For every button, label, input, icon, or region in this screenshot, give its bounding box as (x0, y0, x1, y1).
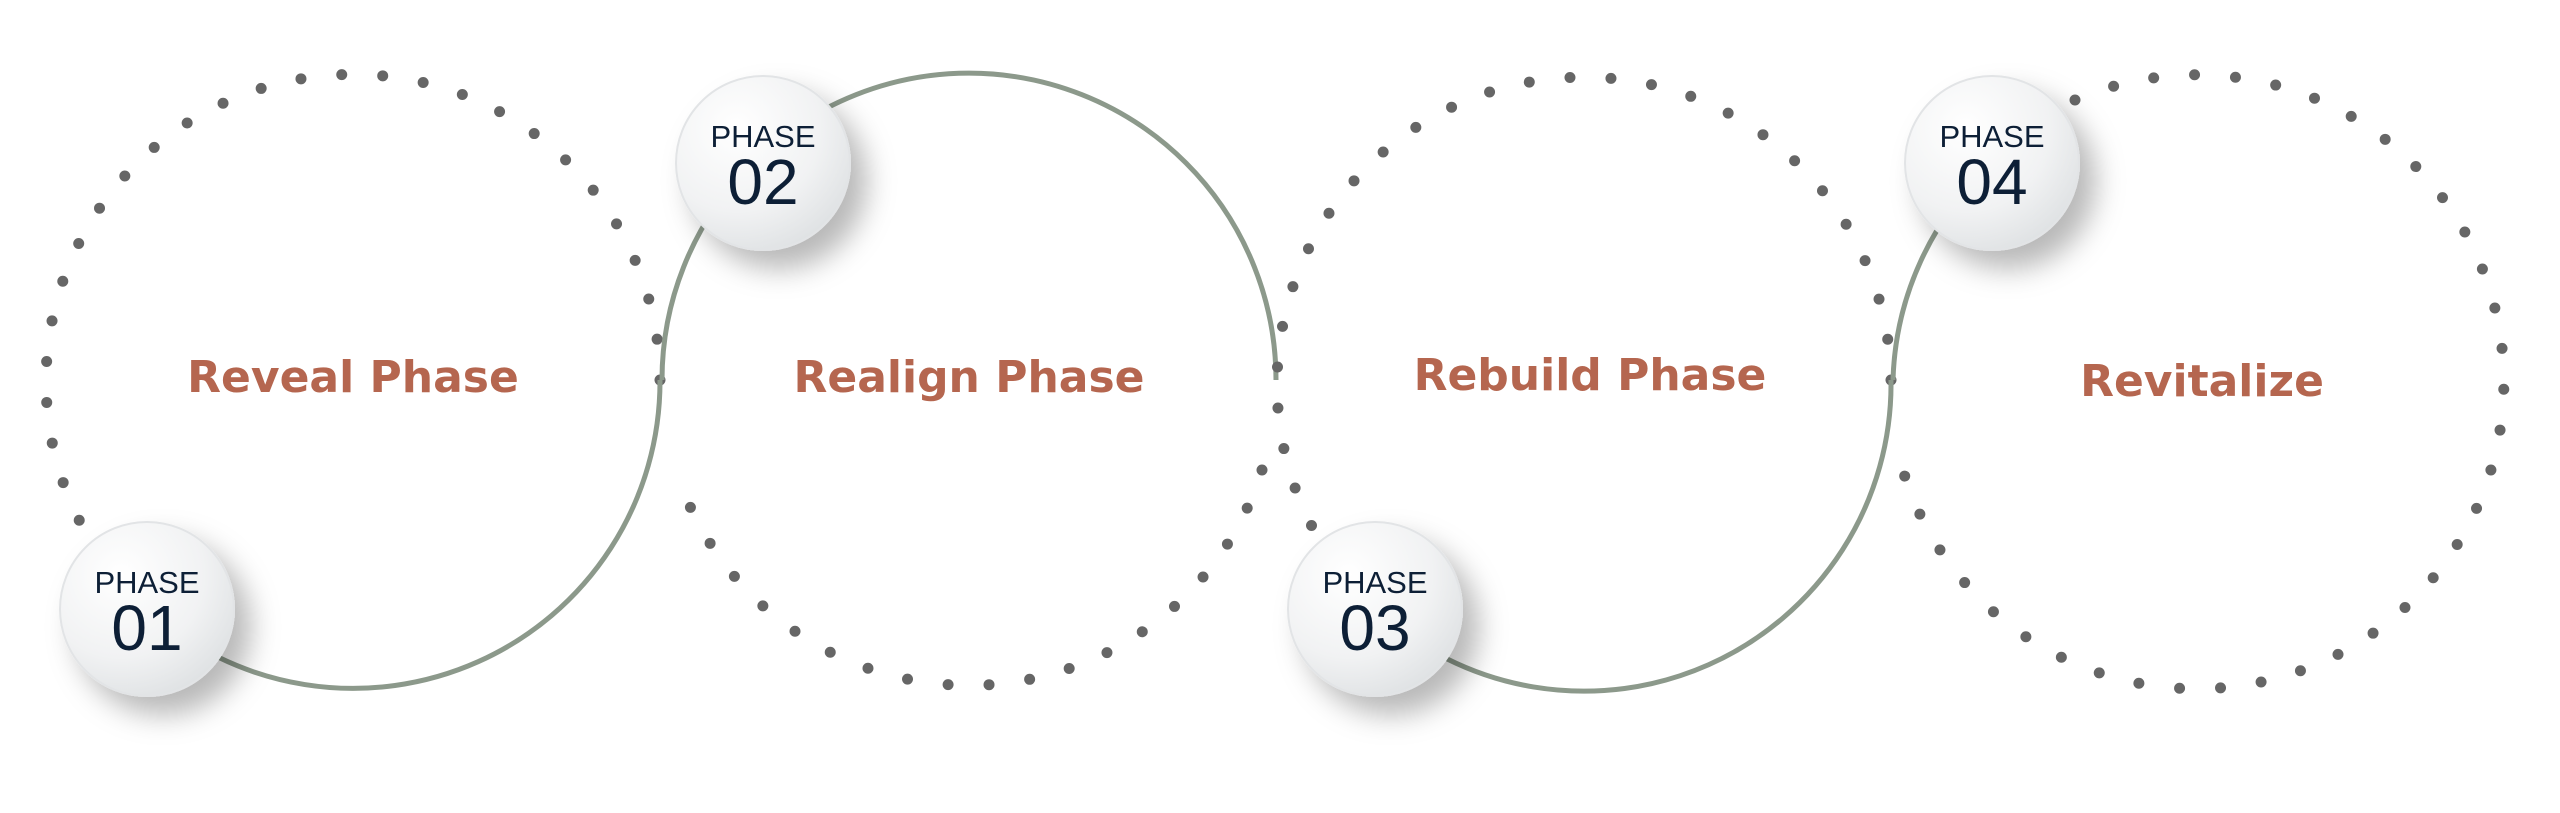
phase-title-1: Reveal Phase (187, 352, 519, 403)
solid-arc-2 (659, 70, 1279, 381)
badge-number-4: 04 (1956, 146, 2027, 218)
badge-label-3: PHASE (1322, 565, 1427, 600)
solid-arc-3 (1373, 379, 1894, 694)
badge-label-2: PHASE (710, 119, 815, 154)
dotted-arc-2 (670, 464, 1268, 691)
phase-badge-2: PHASE 02 (675, 75, 851, 251)
badge-label-4: PHASE (1939, 119, 2044, 154)
phase-badge-3: PHASE 03 (1287, 521, 1463, 697)
phase-title-4: Revitalize (2080, 356, 2324, 407)
dotted-arc-1 (40, 68, 666, 615)
phase-badge-4: PHASE 04 (1904, 75, 2080, 251)
phase-title-2: Realign Phase (793, 352, 1144, 403)
badge-label-1: PHASE (94, 565, 199, 600)
dotted-arc-3 (1271, 71, 1897, 615)
phase-title-3: Rebuild Phase (1414, 350, 1767, 401)
badge-number-1: 01 (111, 592, 182, 664)
solid-arc-1 (145, 379, 663, 691)
badge-number-2: 02 (727, 146, 798, 218)
phase-badge-1: PHASE 01 (59, 521, 235, 697)
badge-number-3: 03 (1339, 592, 1410, 664)
